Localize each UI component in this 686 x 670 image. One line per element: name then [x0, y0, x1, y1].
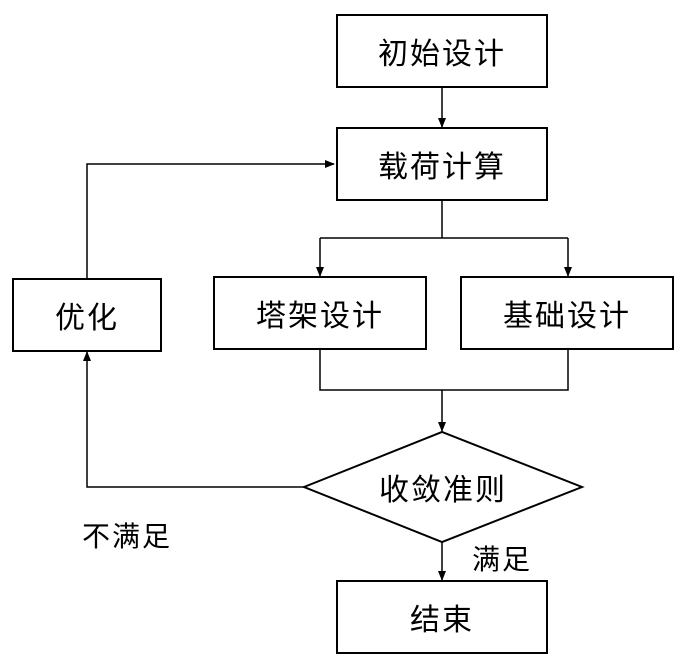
node-end: 结束 [336, 580, 548, 654]
arrow-optimize-to-load [86, 160, 335, 278]
node-optimize: 优化 [12, 278, 162, 352]
node-start-label: 初始设计 [378, 37, 506, 72]
node-start: 初始设计 [336, 14, 548, 88]
node-tower-design-label: 塔架设计 [256, 299, 384, 334]
node-end-label: 结束 [410, 603, 474, 638]
line-merge [319, 350, 569, 391]
edge-label-satisfied: 满足 [472, 543, 533, 576]
node-optimize-label: 优化 [55, 301, 119, 336]
node-load-calculation-label: 载荷计算 [378, 150, 506, 185]
node-convergence-criterion-label: 收敛准则 [379, 473, 507, 508]
node-foundation-design-label: 基础设计 [503, 299, 631, 334]
arrow-criterion-to-optimize [83, 351, 304, 488]
edge-label-not-satisfied: 不满足 [82, 520, 173, 553]
node-load-calculation: 载荷计算 [336, 127, 548, 201]
node-foundation-design: 基础设计 [460, 276, 674, 350]
node-tower-design: 塔架设计 [213, 276, 427, 350]
node-convergence-criterion: 收敛准则 [304, 432, 582, 542]
criterion-diamond [301, 430, 585, 544]
